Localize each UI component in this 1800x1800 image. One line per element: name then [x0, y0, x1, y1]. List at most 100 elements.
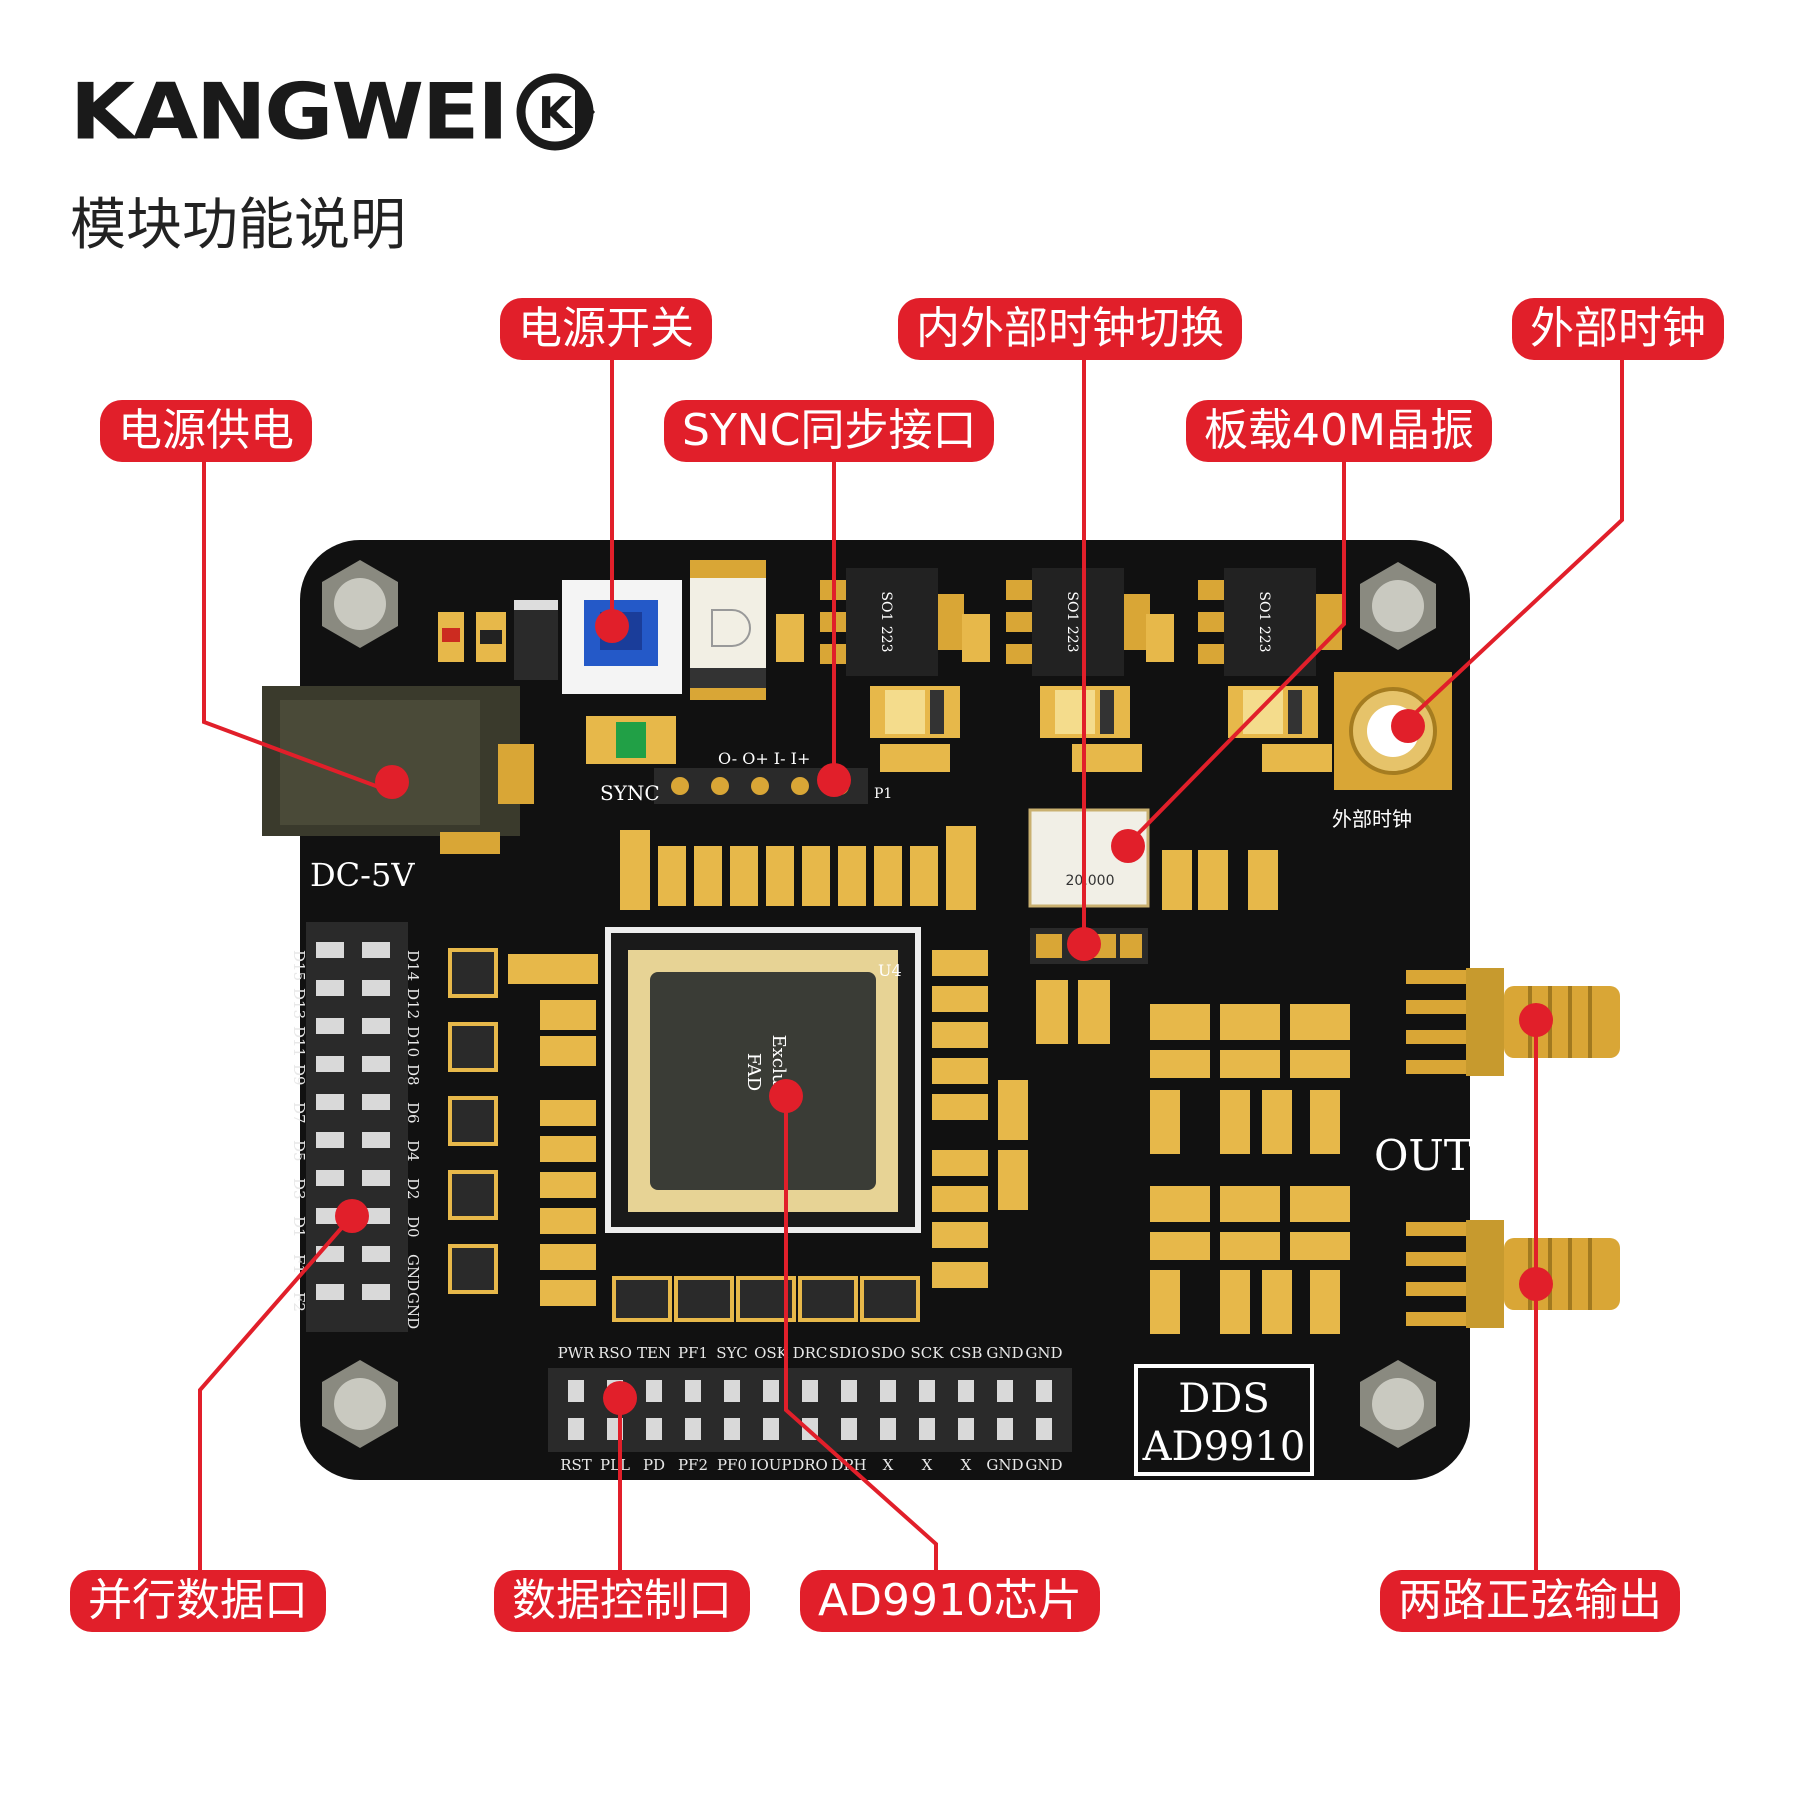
model-box: [1134, 1364, 1314, 1476]
parallel-label: GND: [404, 1292, 422, 1329]
control-label: CSB: [950, 1344, 983, 1362]
header-pin: [568, 1418, 584, 1440]
control-label: PF0: [717, 1456, 747, 1474]
control-label: TEN: [637, 1344, 671, 1362]
callout-dots: [335, 609, 1553, 1415]
header-pin: [362, 980, 390, 996]
header-pin: [362, 942, 390, 958]
control-label: PF1: [678, 1344, 708, 1362]
brand-logo-letter: K: [538, 88, 574, 139]
header-pin: [316, 1284, 344, 1300]
parallel-label: D8: [404, 1064, 422, 1086]
callout-power-supply: 电源供电: [100, 400, 312, 462]
parallel-label: D4: [404, 1140, 422, 1162]
chip-marking-1: Exclu: [768, 1035, 789, 1086]
parallel-label: D12: [404, 988, 422, 1019]
control-label: SYC: [716, 1344, 747, 1362]
parallel-label: D7: [290, 1102, 308, 1124]
standoff-bottom-right: [1360, 1360, 1436, 1448]
parallel-label: D15: [290, 950, 308, 981]
callout-leaders: [198, 354, 1624, 1572]
crystal-oscillator: 20.000: [1028, 808, 1150, 908]
header-pin: [685, 1418, 701, 1440]
header-pin: [958, 1380, 974, 1402]
header-pin: [646, 1380, 662, 1402]
parallel-label: D6: [404, 1102, 422, 1124]
parallel-label: D13: [290, 988, 308, 1019]
d1-component: [514, 600, 558, 680]
ext-clock-silk: 外部时钟: [1332, 807, 1412, 831]
header-pin: [997, 1418, 1013, 1440]
control-label: PF2: [678, 1456, 708, 1474]
parallel-label: D0: [404, 1216, 422, 1238]
resistor-arrays-left: [448, 948, 498, 1294]
control-label: IOUP: [751, 1456, 792, 1474]
header-pin: [685, 1380, 701, 1402]
control-header-pins: [568, 1380, 1052, 1440]
control-label: X: [922, 1456, 933, 1474]
chip-ref: U4: [878, 961, 902, 980]
header-pin: [646, 1418, 662, 1440]
dc-label: DC-5V: [310, 856, 415, 894]
control-label: GND: [1025, 1456, 1062, 1474]
out-label: OUT: [1374, 1131, 1472, 1180]
caps-left-of-chip: [508, 954, 598, 1306]
page-subtitle: 模块功能说明: [70, 193, 406, 258]
control-label: RST: [560, 1456, 592, 1474]
control-label: OSK: [754, 1344, 789, 1362]
parallel-label: D3: [290, 1178, 308, 1200]
header-pin: [919, 1418, 935, 1440]
header-pin: [880, 1418, 896, 1440]
cap-row-parts: [620, 826, 976, 910]
header-pin: [362, 1208, 390, 1224]
control-label: SCK: [911, 1344, 945, 1362]
callout-external-clock: 外部时钟: [1512, 298, 1724, 360]
control-label: SDO: [871, 1344, 906, 1362]
header-pin: [763, 1418, 779, 1440]
header-pin: [316, 1170, 344, 1186]
model-line1: DDS: [1178, 1376, 1270, 1422]
callout-clock-switch: 内外部时钟切换: [898, 298, 1242, 360]
callout-parallel-data: 并行数据口: [70, 1570, 326, 1632]
standoff-top-left: [322, 560, 398, 648]
callout-power-switch: 电源开关: [500, 298, 712, 360]
callout-ad9910-chip: AD9910芯片: [800, 1570, 1100, 1632]
u2-marking: SO1 223: [1064, 591, 1080, 652]
header-pin: [1036, 1380, 1052, 1402]
parallel-label: D1: [290, 1216, 308, 1238]
output-filter-parts: [1150, 1004, 1350, 1334]
control-label: RSO: [598, 1344, 632, 1362]
crystal-marking: 20.000: [1066, 873, 1115, 889]
u1-marking: SO1 223: [878, 591, 894, 652]
standoff-bottom-left: [322, 1360, 398, 1448]
header-pin: [362, 1018, 390, 1034]
ad9910-chip: [650, 972, 876, 1190]
parallel-label: F2: [290, 1292, 308, 1312]
header-pin: [724, 1380, 740, 1402]
brand-name: KANGWEI: [70, 66, 509, 158]
brand: KANGWEI K: [70, 70, 599, 154]
control-label: PD: [643, 1456, 665, 1474]
callout-sine-output: 两路正弦输出: [1380, 1570, 1680, 1632]
header-pin: [997, 1380, 1013, 1402]
header-pin: [763, 1380, 779, 1402]
parallel-label: D14: [404, 950, 422, 981]
sync-pin-labels: O- O+ I- I+: [718, 749, 810, 768]
header-pin: [316, 1018, 344, 1034]
p1-label: P1: [874, 786, 892, 802]
regulator-u1: SO1 223: [820, 568, 964, 676]
callout-onboard-crystal: 板载40M晶振: [1186, 400, 1492, 462]
control-label: X: [883, 1456, 894, 1474]
header-pin: [316, 1132, 344, 1148]
header-pin: [316, 980, 344, 996]
header-pin: [841, 1380, 857, 1402]
header-pin: [1036, 1418, 1052, 1440]
regulator-u3: SO1 223: [1198, 568, 1342, 676]
control-label: GND: [986, 1344, 1023, 1362]
header-pin: [724, 1418, 740, 1440]
tantalum-caps-mid: [870, 686, 1318, 738]
